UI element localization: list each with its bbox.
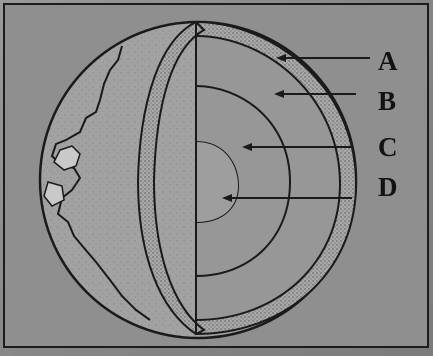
layer-label-c: C [378, 132, 398, 162]
layer-label-b: B [378, 86, 396, 116]
layer-label-d: D [378, 172, 398, 202]
layer-label-a: A [378, 46, 398, 76]
